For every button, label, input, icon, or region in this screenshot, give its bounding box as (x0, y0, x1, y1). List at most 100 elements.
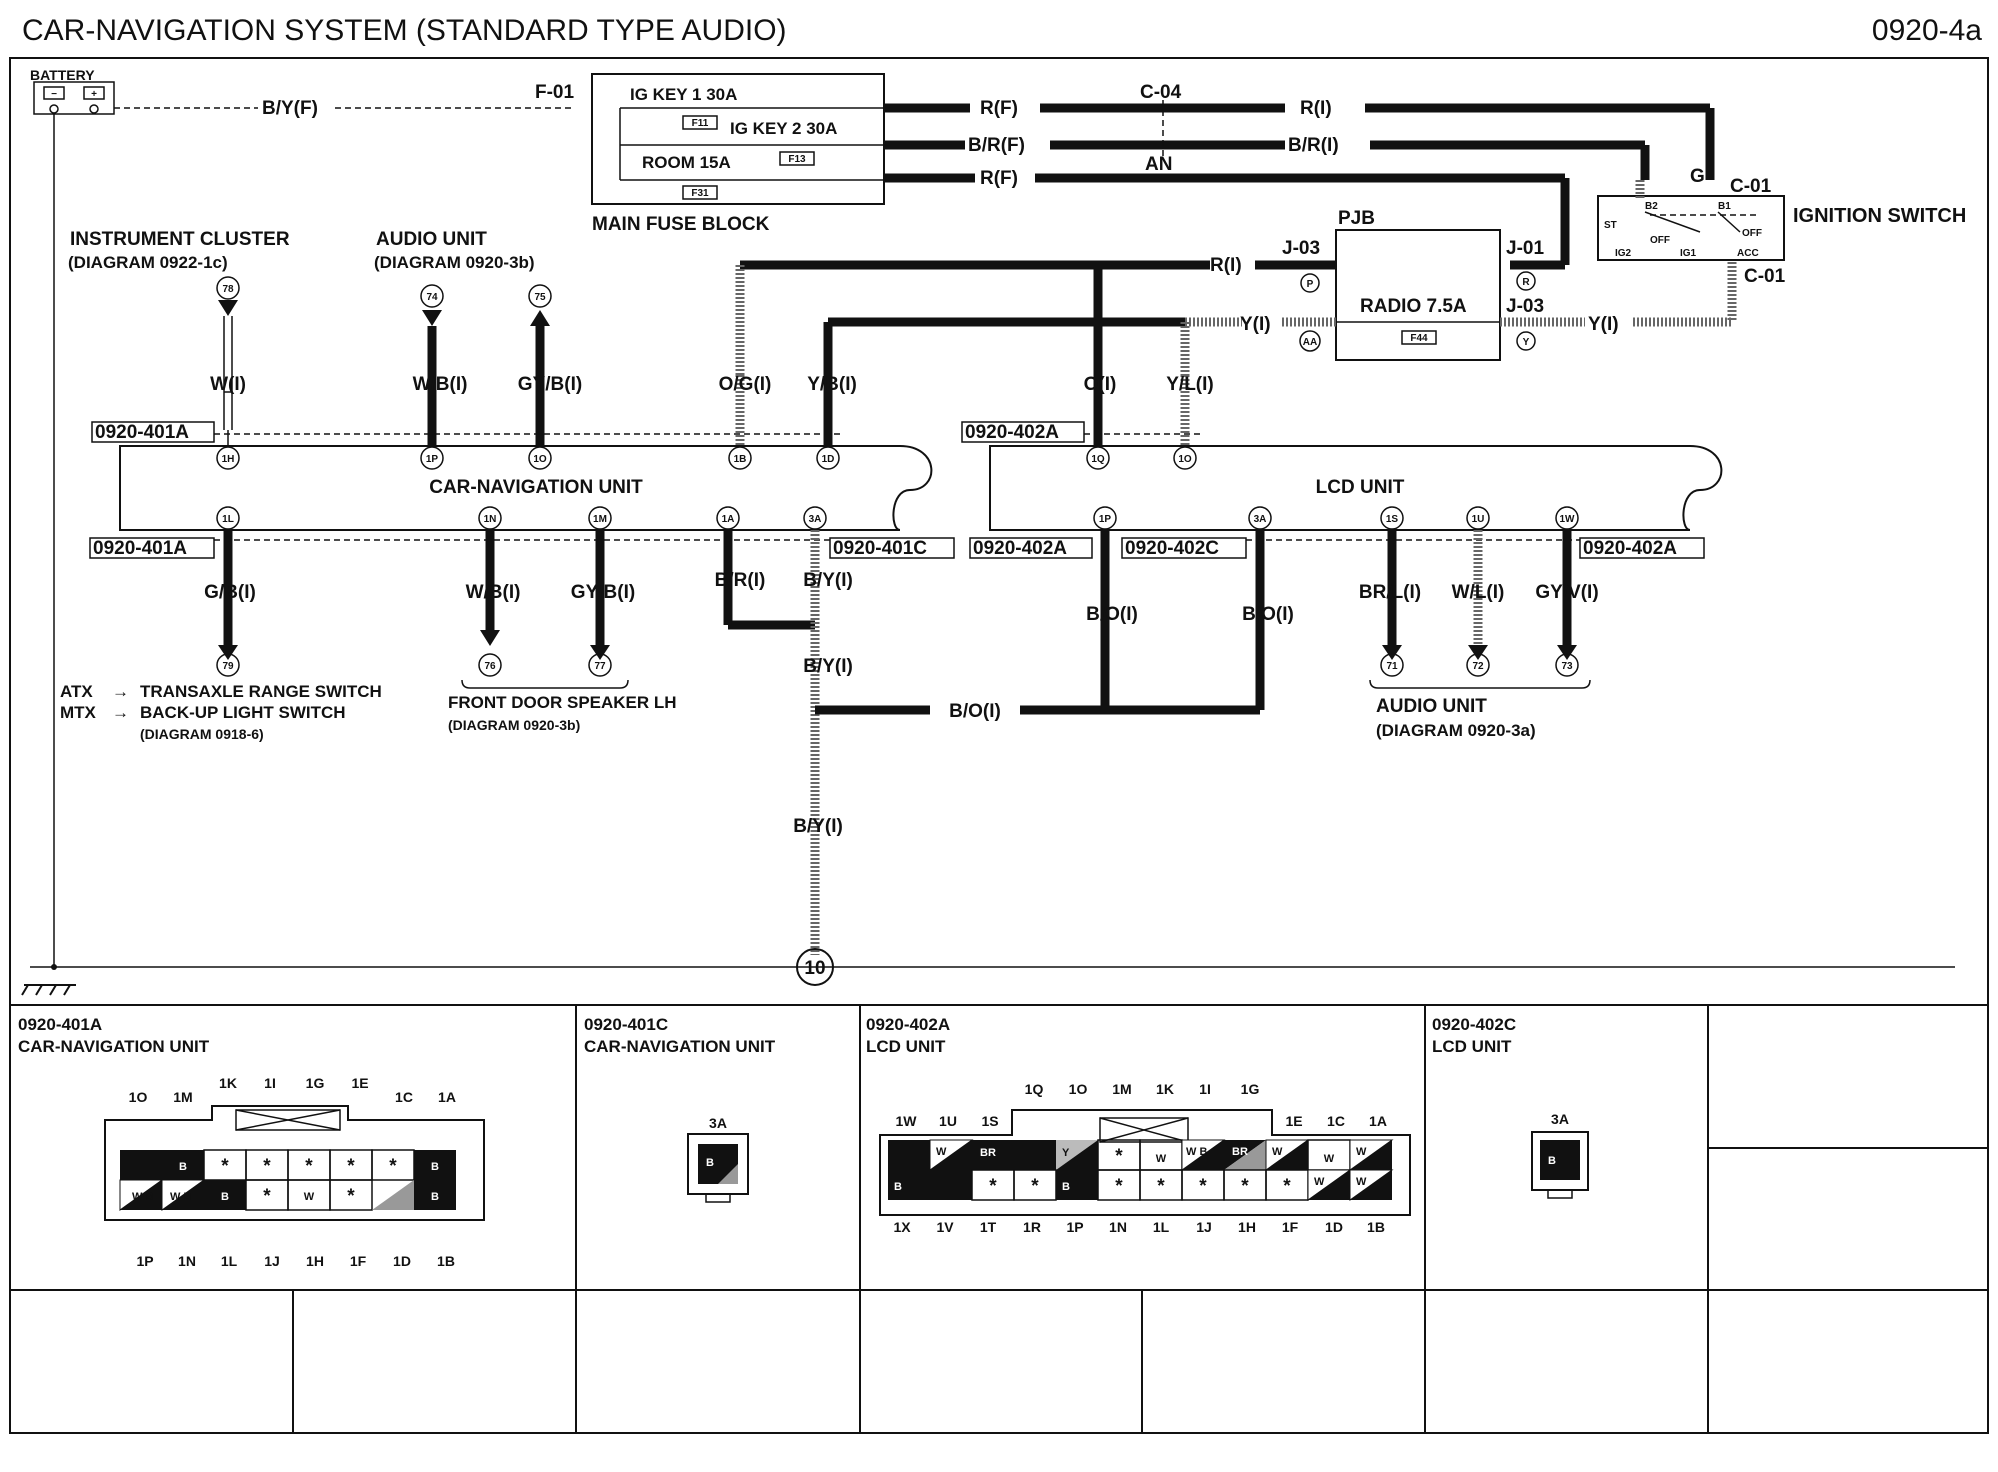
svg-text:1C: 1C (1327, 1113, 1345, 1129)
svg-text:B: B (431, 1191, 439, 1203)
svg-text:(DIAGRAM 0920-3a): (DIAGRAM 0920-3a) (1376, 721, 1536, 740)
svg-text:B: B (1548, 1155, 1556, 1167)
svg-text:Y: Y (1062, 1147, 1070, 1159)
svg-text:ST: ST (1604, 220, 1617, 231)
svg-text:3A: 3A (1551, 1111, 1569, 1127)
svg-text:W B: W B (170, 1191, 191, 1203)
ref-78: 78 (216, 276, 240, 430)
svg-text:LCD UNIT: LCD UNIT (1432, 1037, 1512, 1056)
svg-text:PJB: PJB (1338, 208, 1375, 229)
svg-text:1B: 1B (734, 454, 747, 465)
svg-text:1W: 1W (1560, 514, 1576, 525)
svg-text:*: * (1031, 1176, 1039, 1197)
lcd-conn-bottom-c: 0920-402C (1125, 538, 1219, 559)
svg-text:R(I): R(I) (1210, 255, 1242, 276)
svg-text:1P: 1P (1066, 1219, 1083, 1235)
svg-text:*: * (389, 1156, 397, 1177)
svg-text:Y/B(I): Y/B(I) (807, 374, 857, 395)
ignition-switch: G C-01 C-01 IGNITION SWITCH B2 B1 ST OFF… (1597, 166, 1966, 287)
lcd-bottom-wires: B/O(I) B/O(I) BR/L(I) W/L(I) GY/V(I) 71 … (1086, 530, 1599, 715)
svg-text:1K: 1K (219, 1075, 237, 1091)
svg-text:OFF: OFF (1742, 228, 1762, 239)
svg-text:R(F): R(F) (980, 168, 1018, 189)
svg-text:FRONT DOOR SPEAKER LH: FRONT DOOR SPEAKER LH (448, 693, 677, 712)
svg-text:MTX: MTX (60, 703, 97, 722)
svg-text:B: B (1062, 1181, 1070, 1193)
svg-text:IG2: IG2 (1615, 248, 1632, 259)
svg-text:G: G (1690, 166, 1705, 187)
svg-text:*: * (347, 1156, 355, 1177)
svg-text:(DIAGRAM 0922-1c): (DIAGRAM 0922-1c) (68, 253, 228, 272)
lcd-top-pins: O(I) Y/L(I) 1Q 1O (1084, 374, 1214, 470)
svg-text:Y(I): Y(I) (1240, 314, 1271, 335)
svg-text:1H: 1H (306, 1253, 324, 1269)
svg-text:B: B (179, 1161, 187, 1173)
diagram-frame (9, 57, 1989, 1434)
svg-text:−: − (51, 89, 57, 100)
svg-text:F44: F44 (1410, 333, 1428, 344)
svg-text:1J: 1J (1196, 1219, 1212, 1235)
svg-text:1A: 1A (1369, 1113, 1387, 1129)
svg-text:J-03: J-03 (1506, 296, 1544, 317)
svg-text:3A: 3A (809, 514, 822, 525)
svg-text:W: W (1272, 1146, 1283, 1158)
svg-text:0920-401A: 0920-401A (18, 1015, 102, 1034)
svg-text:B/R(F): B/R(F) (968, 135, 1025, 156)
svg-text:R(I): R(I) (1300, 98, 1332, 119)
svg-text:1S: 1S (981, 1113, 998, 1129)
svg-text:+: + (91, 89, 97, 100)
nav-conn-top-box (91, 421, 215, 443)
svg-text:*: * (263, 1156, 271, 1177)
svg-text:1G: 1G (306, 1075, 325, 1091)
svg-text:W/L(I): W/L(I) (1452, 582, 1505, 603)
svg-text:1B: 1B (1367, 1219, 1385, 1235)
connector-0920-401a: 0920-401A CAR-NAVIGATION UNIT 1O 1M 1K 1… (18, 1015, 485, 1269)
nav-bottom-pins: 1L 1N 1M 1A 3A (216, 506, 827, 530)
lcd-conn-top: 0920-402A (965, 422, 1059, 443)
svg-text:1D: 1D (822, 454, 835, 465)
ref-audio-unit-bottom: AUDIO UNIT (1376, 696, 1487, 717)
svg-text:O/G(I): O/G(I) (719, 374, 772, 395)
svg-text:W/B(I): W/B(I) (413, 374, 468, 395)
svg-text:F13: F13 (788, 154, 806, 165)
battery: BATTERY − + (30, 67, 115, 115)
svg-text:B: B (221, 1191, 229, 1203)
svg-text:1F: 1F (1282, 1219, 1299, 1235)
svg-text:0920-402A: 0920-402A (866, 1015, 950, 1034)
page-code: 0920-4a (1872, 14, 1982, 47)
svg-text:74: 74 (426, 292, 438, 303)
svg-text:W B: W B (1186, 1146, 1207, 1158)
svg-text:79: 79 (222, 661, 234, 672)
svg-text:1O: 1O (1069, 1081, 1088, 1097)
battery-wire-label: B/Y(F) (262, 98, 318, 119)
svg-text:1N: 1N (1109, 1219, 1127, 1235)
svg-text:J-01: J-01 (1506, 238, 1544, 259)
svg-text:TRANSAXLE RANGE SWITCH: TRANSAXLE RANGE SWITCH (140, 682, 382, 701)
lcd-conn-bottom-a: 0920-402A (973, 538, 1067, 559)
svg-text:W B: W B (132, 1191, 153, 1203)
svg-text:1M: 1M (173, 1089, 192, 1105)
svg-text:→: → (112, 703, 129, 722)
svg-text:1P: 1P (136, 1253, 153, 1269)
svg-text:AA: AA (1303, 337, 1317, 348)
svg-text:1B: 1B (437, 1253, 455, 1269)
svg-text:RADIO 7.5A: RADIO 7.5A (1360, 296, 1467, 317)
svg-text:J-03: J-03 (1282, 238, 1320, 259)
svg-text:1Q: 1Q (1025, 1081, 1044, 1097)
svg-text:B: B (706, 1157, 714, 1169)
svg-text:1P: 1P (426, 454, 439, 465)
svg-text:1H: 1H (222, 454, 235, 465)
svg-text:F31: F31 (691, 188, 709, 199)
lcd-unit: LCD UNIT (989, 445, 1723, 531)
svg-text:1H: 1H (1238, 1219, 1256, 1235)
connector-0920-402a: 0920-402A LCD UNIT 1Q 1O 1M 1K 1I 1G 1W … (866, 1015, 1411, 1235)
svg-text:O(I): O(I) (1084, 374, 1117, 395)
svg-text:W(I): W(I) (210, 374, 246, 395)
svg-text:1T: 1T (980, 1219, 997, 1235)
svg-text:B/O(I): B/O(I) (949, 701, 1001, 722)
svg-text:1K: 1K (1156, 1081, 1174, 1097)
ground-node (51, 964, 57, 970)
svg-text:OFF: OFF (1650, 235, 1670, 246)
svg-text:B: B (894, 1181, 902, 1193)
svg-text:LCD UNIT: LCD UNIT (1316, 477, 1405, 498)
